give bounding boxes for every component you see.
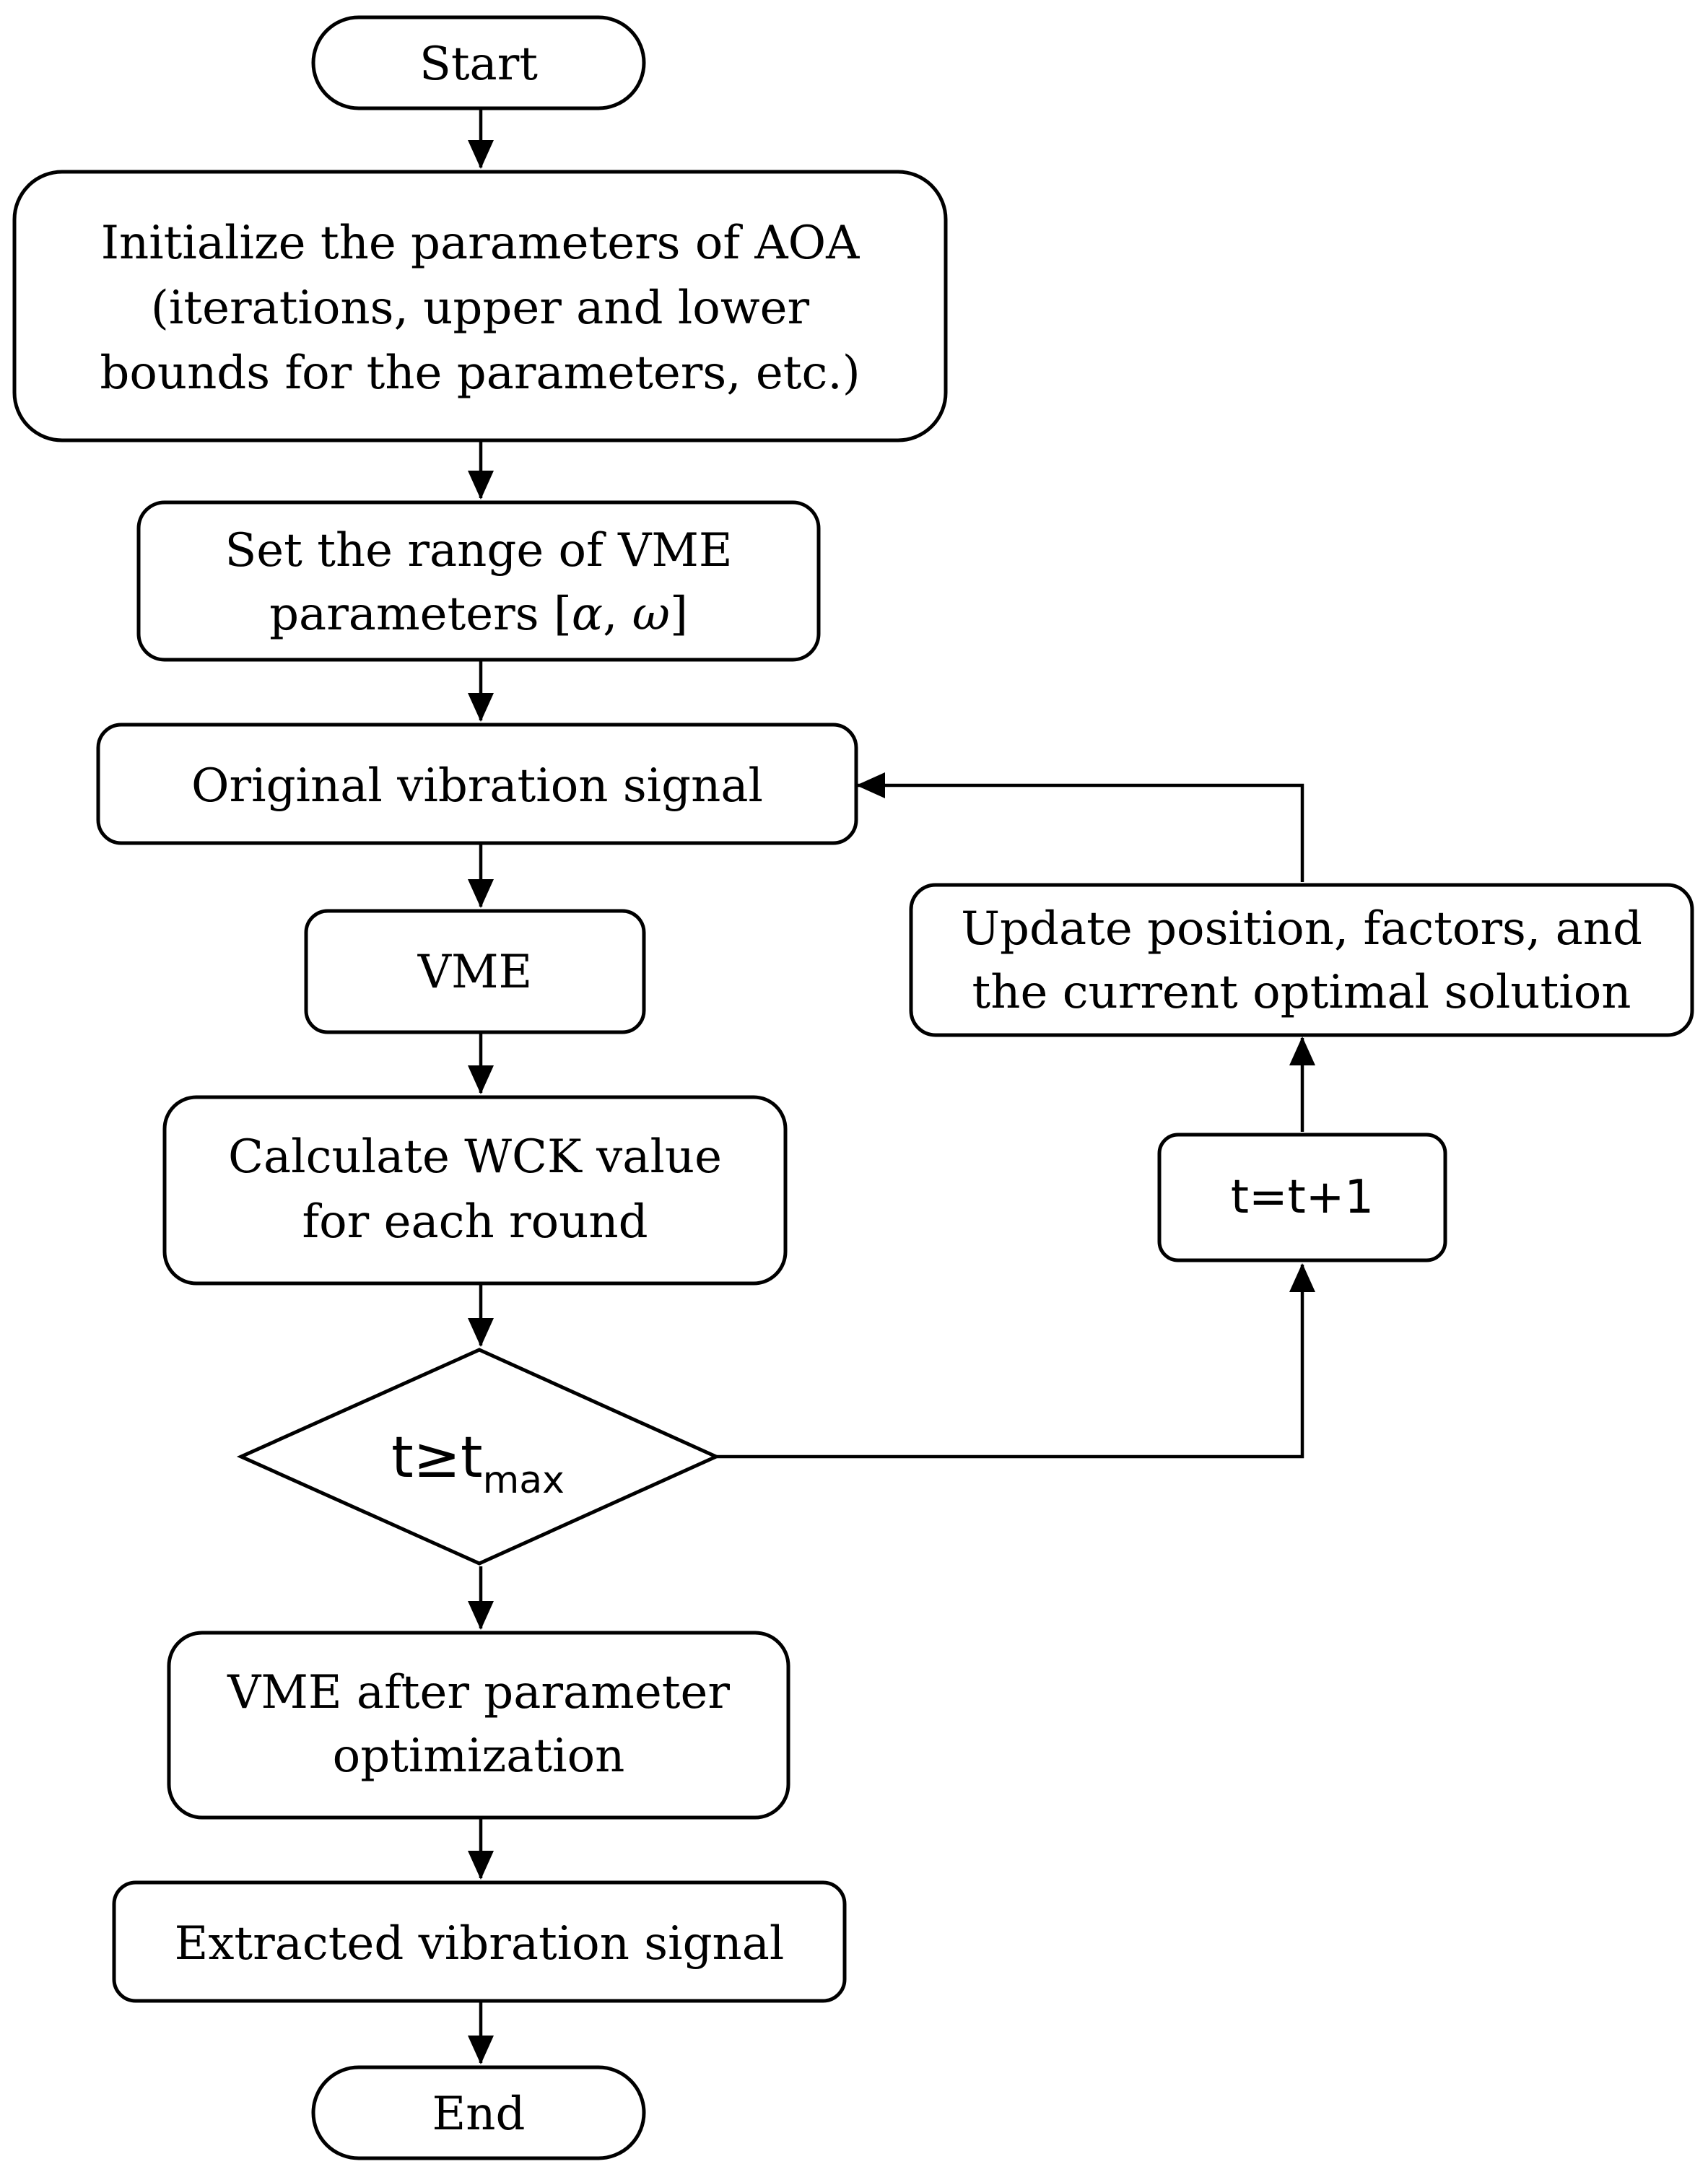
arrow-update-to-original	[856, 772, 1304, 882]
node-set-range: Set the range of VME parameters [α, ω]	[136, 500, 821, 662]
range-separator: ,	[603, 588, 632, 641]
node-set-range-line-2: parameters [α, ω]	[269, 588, 688, 641]
node-start: Start	[311, 15, 646, 110]
connectors	[468, 110, 1315, 2064]
node-extracted-signal: Extracted vibration signal	[112, 1880, 847, 2003]
decision-subscript: max	[483, 1459, 565, 1502]
node-original-signal-label: Original vibration signal	[191, 759, 763, 813]
node-update: Update position, factors, and the curren…	[909, 883, 1694, 1037]
node-update-line-1: Update position, factors, and	[961, 902, 1642, 956]
node-start-label: Start	[419, 38, 538, 91]
node-vme-label: VME	[417, 946, 532, 999]
node-set-range-line-1: Set the range of VME	[225, 524, 732, 577]
node-calculate-wck-line-1: Calculate WCK value	[228, 1130, 722, 1184]
decision-base: t≥t	[391, 1426, 483, 1491]
node-original-signal: Original vibration signal	[96, 723, 858, 845]
node-calculate-wck: Calculate WCK value for each round	[162, 1095, 788, 1286]
node-initialize: Initialize the parameters of AOA (iterat…	[12, 170, 948, 442]
alpha-symbol: α	[572, 588, 603, 641]
node-end: End	[311, 2065, 646, 2160]
node-increment-label: t=t+1	[1231, 1171, 1374, 1224]
node-initialize-line-1: Initialize the parameters of AOA	[101, 217, 860, 270]
node-update-line-2: the current optimal solution	[972, 966, 1631, 1019]
node-decision-label: t≥tmax	[391, 1426, 565, 1502]
node-initialize-line-2: (iterations, upper and lower	[151, 282, 810, 335]
arrow-decision-to-increment	[716, 1263, 1315, 1459]
node-initialize-line-3: bounds for the parameters, etc.)	[100, 346, 860, 400]
range-prefix: parameters [	[269, 588, 572, 641]
omega-symbol: ω	[632, 588, 670, 641]
node-end-label: End	[432, 2087, 526, 2141]
node-vme-optimized: VME after parameter optimization	[167, 1631, 790, 1820]
node-extracted-signal-label: Extracted vibration signal	[175, 1917, 785, 1971]
node-calculate-wck-line-2: for each round	[302, 1195, 648, 1249]
node-decision: t≥tmax	[236, 1348, 721, 1566]
node-vme-optimized-line-2: optimization	[333, 1729, 625, 1783]
node-increment: t=t+1	[1157, 1133, 1447, 1262]
node-vme: VME	[304, 909, 646, 1034]
node-vme-optimized-line-1: VME after parameter	[227, 1666, 730, 1719]
range-suffix: ]	[670, 588, 688, 641]
